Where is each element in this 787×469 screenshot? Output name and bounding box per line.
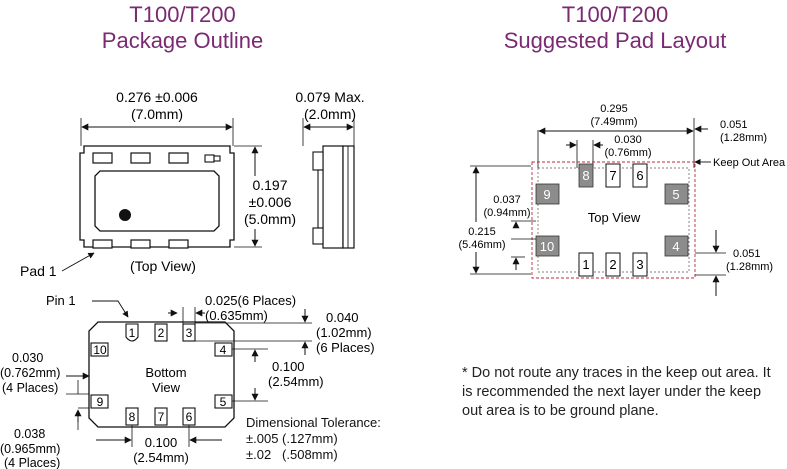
side-width-in: 0.030 [12, 351, 43, 365]
layout-pin-4: 4 [672, 239, 679, 254]
package-bottom-view: 1 2 3 4 5 8 7 6 10 9 Bottom View Pin 1 0… [0, 293, 375, 469]
side-width-mm: (0.762mm) [0, 366, 60, 380]
layout-pin-6: 6 [636, 168, 643, 183]
package-top-view: 0.276 ±0.006 (7.0mm) 0.197 ±0.006 (5.0mm… [20, 89, 296, 279]
layout-edge2-mm: (1.28mm) [726, 261, 773, 273]
side-height-in: 0.038 [14, 427, 45, 441]
keepout-label: Keep Out Area [713, 157, 786, 169]
max-height-mm: (2.0mm) [304, 106, 356, 122]
keepout-note: * Do not route any traces in the keep ou… [462, 365, 771, 419]
left-title-line1: T100/T200 [129, 2, 236, 27]
bottom-pin-2: 2 [158, 326, 165, 340]
outline-width-mm: (7.0mm) [131, 106, 183, 122]
layout-width-mm: (7.49mm) [590, 116, 637, 128]
outline-height-mm: (5.0mm) [244, 211, 296, 227]
pad-height-mm: (1.02mm) [316, 325, 372, 340]
tolerance-title: Dimensional Tolerance: [246, 415, 381, 430]
layout-pin-2: 2 [609, 257, 616, 272]
pin1-dot-marker [119, 209, 131, 221]
layout-edge2-in: 0.051 [733, 248, 761, 260]
layout-pad-in: 0.037 [493, 194, 521, 206]
pitch-v-in: 0.100 [272, 359, 305, 374]
side-height-mm: (0.965mm) [0, 442, 60, 456]
layout-pin-9: 9 [543, 187, 550, 202]
outline-height-tol: ±0.006 [249, 194, 292, 210]
pitch-v-mm: (2.54mm) [268, 374, 324, 389]
bottom-pin-7: 7 [158, 410, 165, 424]
layout-pin-10: 10 [540, 239, 554, 254]
dimensional-tolerance: Dimensional Tolerance: ±.005 (.127mm) ±.… [246, 415, 381, 463]
outline-height-in: 0.197 [252, 177, 287, 193]
layout-pin-3: 3 [636, 257, 643, 272]
layout-height-in: 0.215 [468, 226, 496, 238]
bottom-pin-3: 3 [186, 326, 193, 340]
bottom-pin-10: 10 [93, 343, 107, 357]
bottom-pin-1: 1 [129, 326, 136, 340]
left-title-line2: Package Outline [101, 28, 264, 53]
max-height-in: 0.079 Max. [295, 89, 364, 105]
layout-pin-8: 8 [582, 168, 589, 183]
layout-pin-5: 5 [672, 187, 679, 202]
bottom-view-line1: Bottom [145, 365, 186, 380]
layout-width-in: 0.295 [600, 103, 628, 115]
right-title: T100/T200 Suggested Pad Layout [470, 2, 760, 54]
pitch-h-mm: (2.54mm) [133, 450, 189, 465]
pad-width-mm: (0.635mm) [205, 308, 268, 323]
pad-height-in: 0.040 [326, 310, 359, 325]
layout-edge-in: 0.051 [720, 119, 748, 131]
layout-pin-1: 1 [582, 257, 589, 272]
pin1-label: Pin 1 [46, 293, 76, 308]
layout-height-mm: (5.46mm) [458, 239, 505, 251]
bottom-pin-5: 5 [220, 395, 227, 409]
bottom-view-line2: View [152, 380, 181, 395]
package-side-view: 0.079 Max. (2.0mm) [295, 89, 365, 249]
side-height-places: (4 Places) [4, 456, 60, 469]
pitch-h-in: 0.100 [145, 435, 178, 450]
tolerance-line2: ±.02 (.508mm) [246, 447, 338, 462]
pad-width-in: 0.025(6 Places) [205, 293, 296, 308]
layout-edge-mm: (1.28mm) [720, 132, 767, 144]
pad-layout: 0.295 (7.49mm) 0.030 (0.76mm) 0.051 (1.2… [458, 103, 786, 296]
layout-top-view: Top View [588, 210, 641, 225]
layout-pad-mm: (0.94mm) [483, 207, 530, 219]
side-width-places: (4 Places) [2, 381, 58, 395]
layout-pitch-in: 0.030 [614, 134, 642, 146]
layout-pin-7: 7 [609, 168, 616, 183]
bottom-pin-8: 8 [129, 410, 136, 424]
bottom-pin-4: 4 [220, 343, 227, 357]
layout-pitch-mm: (0.76mm) [604, 147, 651, 159]
right-title-line2: Suggested Pad Layout [503, 28, 727, 53]
bottom-pin-9: 9 [97, 395, 104, 409]
outline-top-view-label: (Top View) [130, 258, 196, 274]
right-title-line1: T100/T200 [561, 2, 669, 27]
pad-height-places: (6 Places) [316, 340, 375, 355]
tolerance-line1: ±.005 (.127mm) [246, 431, 338, 446]
left-title: T100/T200 Package Outline [60, 2, 305, 54]
outline-width-in: 0.276 ±0.006 [116, 89, 198, 105]
keepout-area [531, 161, 696, 279]
pad1-label: Pad 1 [20, 263, 57, 279]
bottom-pin-6: 6 [186, 410, 193, 424]
